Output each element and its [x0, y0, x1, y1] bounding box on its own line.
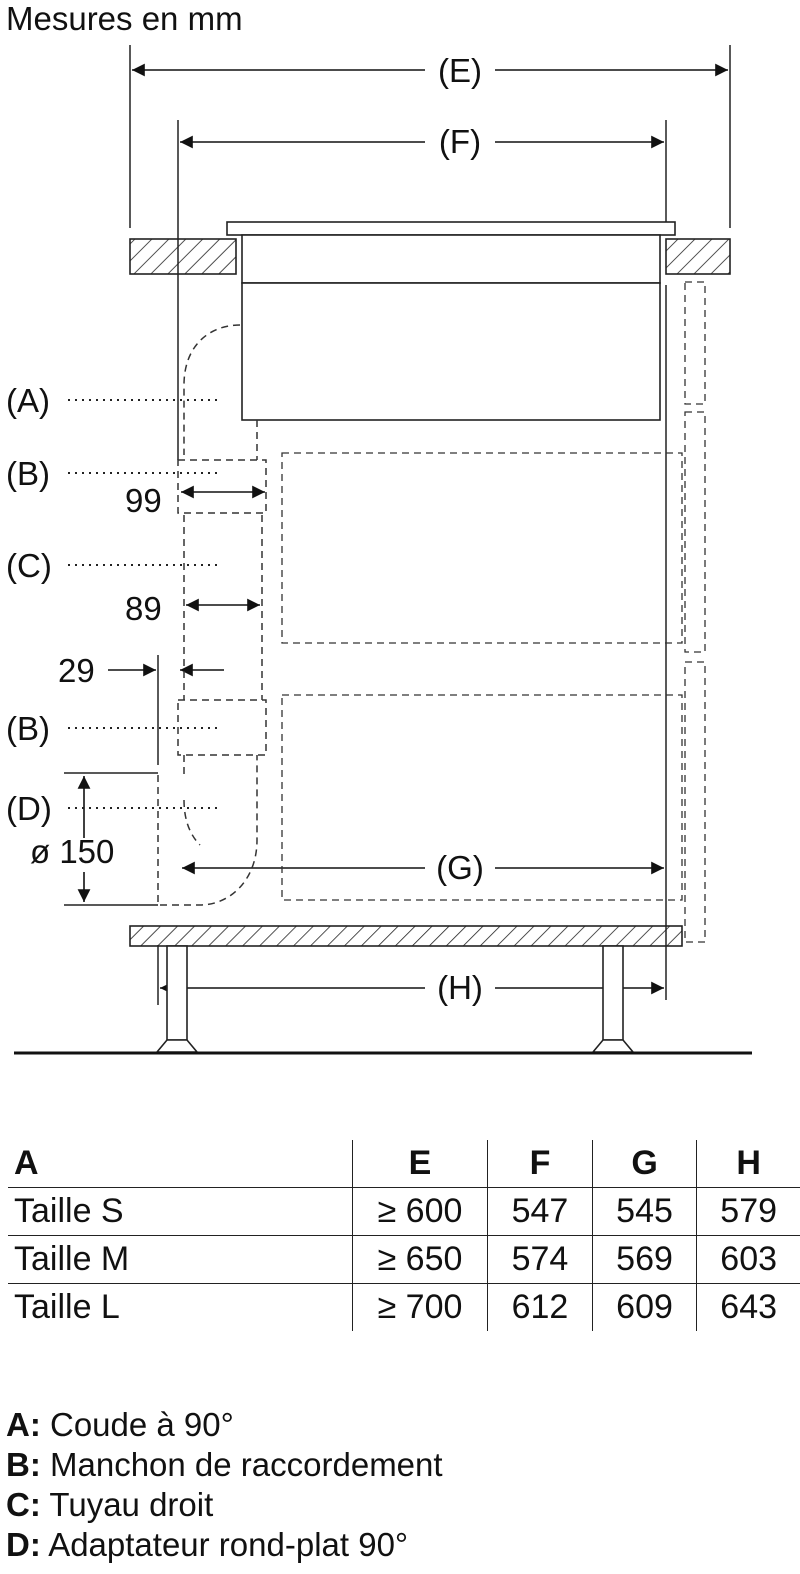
base-shelf — [129, 925, 683, 947]
table-header-cell: A — [14, 1144, 39, 1182]
legend-text: Adaptateur rond-plat 90° — [48, 1526, 409, 1563]
page-title: Mesures en mm — [6, 0, 243, 37]
legend-text: Tuyau droit — [49, 1486, 214, 1523]
table-cell: Taille L — [8, 1283, 353, 1331]
table-cell: 643 — [696, 1283, 800, 1331]
part-label-a: (A) — [6, 382, 50, 419]
extension-lines — [64, 45, 731, 1005]
installation-diagram: (E) (F) (G) (H) 99 89 29 ø 150 — [6, 45, 752, 1055]
legend-item: C: Tuyau droit — [6, 1485, 443, 1525]
table-row: Taille L ≥ 700 612 609 643 — [8, 1283, 800, 1331]
legend-item: B: Manchon de raccordement — [6, 1445, 443, 1485]
legend-key: B: — [6, 1446, 41, 1483]
table-cell: 579 — [696, 1187, 800, 1236]
legend-item: D: Adaptateur rond-plat 90° — [6, 1525, 443, 1565]
dim-value-diameter: ø 150 — [30, 833, 114, 870]
table-cell: ≥ 700 — [351, 1283, 488, 1331]
legend-key: A: — [6, 1406, 41, 1443]
cabinet-legs — [155, 945, 635, 1053]
table-cell: ≥ 650 — [351, 1235, 488, 1284]
part-label-d: (D) — [6, 790, 52, 827]
worktop — [129, 238, 731, 275]
part-label-b-lower: (B) — [6, 710, 50, 747]
table-header-cell: H — [696, 1140, 800, 1188]
legend-text: Coude à 90° — [50, 1406, 234, 1443]
table-cell: ≥ 600 — [351, 1187, 488, 1236]
table-cell: 612 — [487, 1283, 593, 1331]
part-label-c: (C) — [6, 547, 52, 584]
table-cell: 574 — [487, 1235, 593, 1284]
dim-value-99: 99 — [125, 482, 162, 519]
legend-text: Manchon de raccordement — [50, 1446, 443, 1483]
table-header-row: A E F G H — [8, 1140, 800, 1188]
dim-label-f: (F) — [439, 123, 481, 160]
dim-label-h: (H) — [437, 969, 483, 1006]
table-cell: Taille M — [8, 1235, 353, 1284]
table-cell: 569 — [591, 1235, 697, 1284]
legend-key: C: — [6, 1486, 41, 1523]
dim-label-g: (G) — [436, 849, 484, 886]
table-row: Taille M ≥ 650 574 569 603 — [8, 1235, 800, 1284]
table-cell: Taille S — [8, 1187, 353, 1236]
cooktop-appliance — [226, 221, 676, 421]
dim-value-89: 89 — [125, 590, 162, 627]
dim-value-29: 29 — [58, 652, 95, 689]
legend-item: A: Coude à 90° — [6, 1405, 443, 1445]
duct-parts — [157, 324, 267, 906]
table-header-cell: F — [487, 1140, 593, 1188]
table-cell: 603 — [696, 1235, 800, 1284]
legend-key: D: — [6, 1526, 41, 1563]
dim-label-e: (E) — [438, 52, 482, 89]
table-row: Taille S ≥ 600 547 545 579 — [8, 1187, 800, 1236]
dimension-arrows — [77, 63, 728, 995]
drawer-outlines — [281, 281, 706, 943]
table-cell: 545 — [591, 1187, 697, 1236]
table-header-cell: G — [591, 1140, 697, 1188]
dimensions-table: A E F G H Taille S ≥ 600 547 545 579 Tai… — [8, 1140, 800, 1331]
table-cell: 609 — [591, 1283, 697, 1331]
table-cell: 547 — [487, 1187, 593, 1236]
table-header-cell: E — [351, 1140, 488, 1188]
part-label-b-upper: (B) — [6, 455, 50, 492]
legend: A: Coude à 90° B: Manchon de raccordemen… — [6, 1405, 443, 1565]
